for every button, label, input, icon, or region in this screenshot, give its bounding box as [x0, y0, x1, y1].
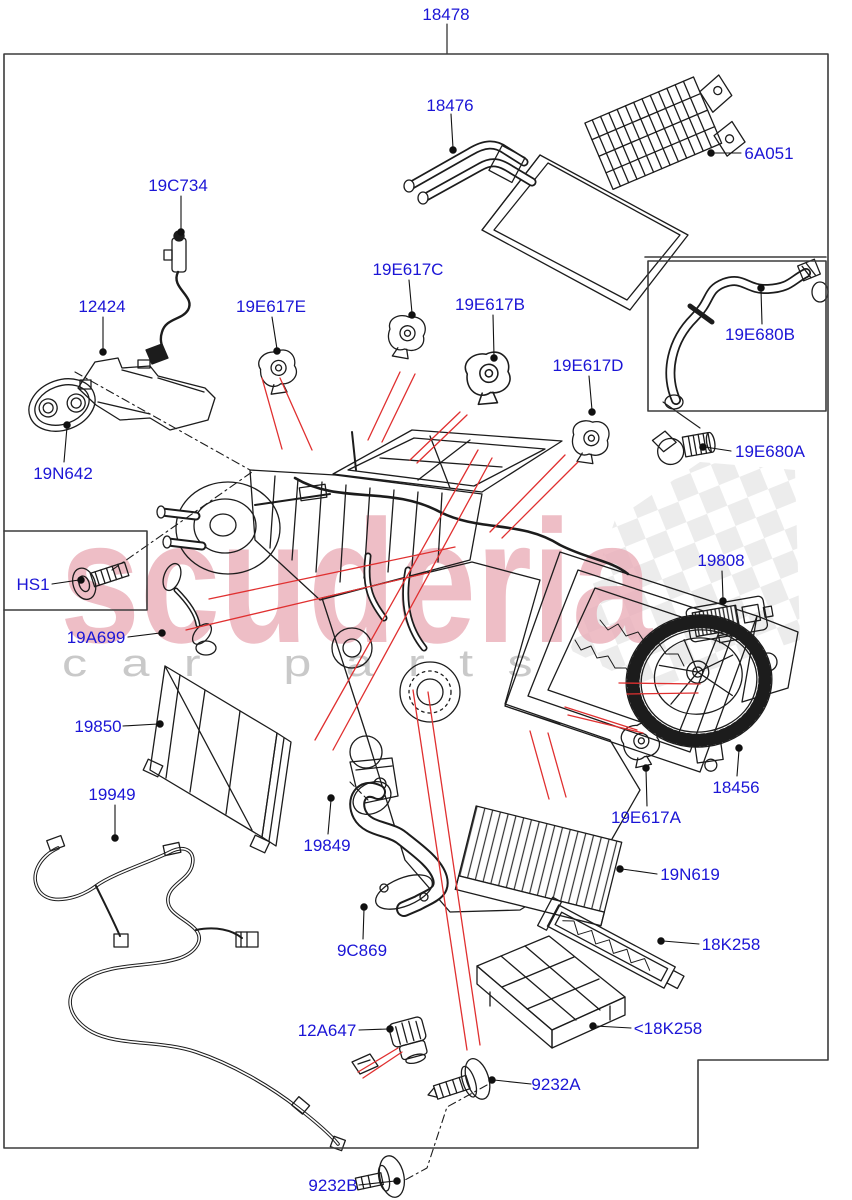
part-label-9C869[interactable]: 9C869: [336, 941, 388, 960]
part-19E680B-hose: [664, 258, 829, 410]
part-label-19808[interactable]: 19808: [697, 551, 745, 570]
part-19E617D-actuator: [571, 420, 610, 465]
part-19C734-temperature-sensor: [145, 230, 191, 365]
part-HS1-screw: [71, 561, 130, 601]
part-label-19E680A[interactable]: 19E680A: [735, 442, 805, 461]
part-18K258-filter-housing: [476, 935, 626, 1049]
watermark-sub-text: car parts: [62, 643, 567, 685]
diagram-borders: [3, 53, 829, 1149]
part-label-18K258[interactable]: 18K258: [701, 935, 761, 954]
part-label-19849[interactable]: 19849: [303, 836, 351, 855]
part-19E617C-actuator: [387, 315, 426, 360]
part-label-19E617D[interactable]: 19E617D: [552, 356, 624, 375]
red-leader-lines: [185, 371, 701, 1079]
part-label-19E617E[interactable]: 19E617E: [236, 297, 306, 316]
part-9232B-pin: [354, 1155, 406, 1198]
axis-lines: [74, 371, 701, 1181]
part-18476-heater-core: [403, 140, 689, 311]
part-label-19A699[interactable]: 19A699: [66, 628, 126, 647]
part-label-19C734[interactable]: 19C734: [148, 176, 208, 195]
part-label-19E617A[interactable]: 19E617A: [611, 808, 681, 827]
part-19N642-grommet: [28, 378, 96, 432]
part-19A699-lever: [162, 562, 217, 656]
part-12A647-sensor: [388, 1016, 428, 1065]
part-label-9232B[interactable]: 9232B: [308, 1176, 358, 1195]
part-label-19E680B[interactable]: 19E680B: [725, 325, 795, 344]
part-label-18476[interactable]: 18476: [426, 96, 474, 115]
part-label-HS1[interactable]: HS1: [16, 575, 50, 594]
part-label-18478[interactable]: 18478: [422, 5, 470, 24]
part-12A647-clip: [351, 1053, 379, 1075]
part-label-19949[interactable]: 19949: [88, 785, 136, 804]
label-leaders: [51, 23, 765, 1186]
part-label-19N619[interactable]: 19N619: [660, 865, 720, 884]
part-12424-bracket: [77, 357, 216, 431]
part-label-12424[interactable]: 12424: [78, 297, 126, 316]
part-label-19E617C[interactable]: 19E617C: [372, 260, 444, 279]
part-label-19N642[interactable]: 19N642: [33, 464, 93, 483]
part-19E617E-actuator: [258, 349, 298, 395]
part-9C869-duct: [349, 780, 449, 917]
part-label-12A647[interactable]: 12A647: [297, 1021, 357, 1040]
part-9232A-pin: [427, 1058, 491, 1100]
part-label-18456[interactable]: 18456: [712, 778, 760, 797]
part-18K258-filter-frame: [536, 896, 685, 990]
part-label-19850[interactable]: 19850: [74, 717, 122, 736]
part-19N619-cabin-filter: [454, 805, 623, 927]
part-6A051-heater-element: [584, 74, 746, 191]
part-18456-blower-wheel: [625, 614, 773, 772]
part-label-6A051[interactable]: 6A051: [744, 144, 794, 163]
part-19949-wiring-harness: [33, 834, 346, 1152]
part-19E680A-valve: [651, 430, 716, 466]
part-19850-evaporator-core: [142, 665, 292, 854]
part-label-9232A[interactable]: 9232A: [531, 1075, 581, 1094]
part-19E617B-actuator: [464, 351, 511, 406]
part-label-18K258b[interactable]: <18K258: [633, 1019, 703, 1038]
part-label-19E617B[interactable]: 19E617B: [455, 295, 525, 314]
